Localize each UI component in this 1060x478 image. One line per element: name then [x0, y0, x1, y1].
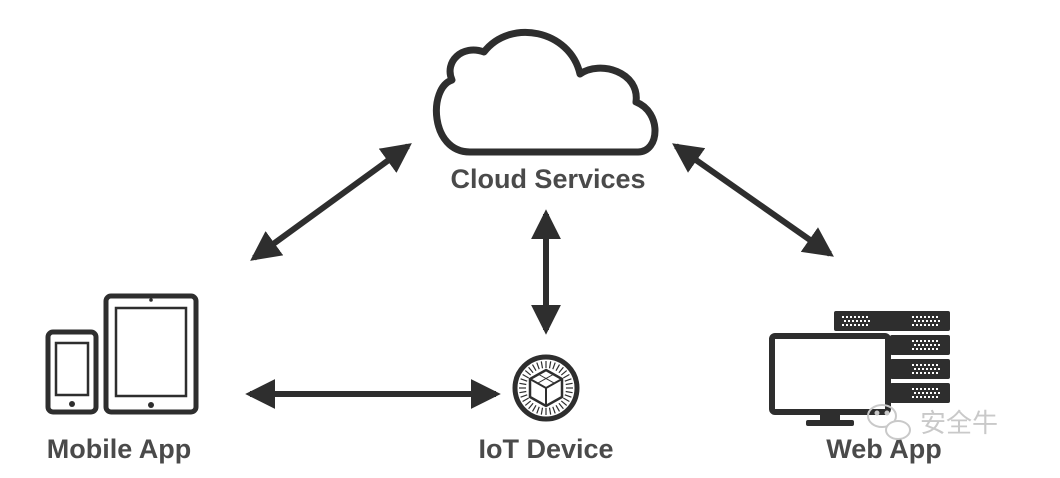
iot-hub-icon — [512, 354, 580, 422]
iot-ray — [555, 364, 561, 371]
iot-device-label: IoT Device — [478, 434, 613, 464]
iot-ray — [536, 362, 540, 370]
iot-ray — [524, 370, 532, 376]
iot-ray — [548, 361, 552, 369]
iot-ray — [531, 364, 537, 371]
cloud-icon — [432, 28, 659, 156]
iot-ray — [564, 394, 572, 398]
iot-ray — [563, 397, 570, 403]
phone-tablet-icon — [45, 293, 199, 415]
iot-ray — [564, 378, 572, 382]
connections — [245, 143, 834, 409]
server-unit — [834, 311, 950, 331]
tablet-icon — [103, 293, 199, 415]
iot-ray — [519, 382, 527, 386]
iot-ray — [563, 373, 570, 379]
server-monitor-icon — [769, 311, 950, 426]
iot-ray — [558, 366, 564, 374]
iot-ray — [555, 405, 561, 412]
iot-ray — [519, 390, 527, 394]
iot-ray — [540, 407, 544, 415]
iot-ray — [522, 397, 529, 403]
iot-ray — [558, 402, 564, 410]
cloud-mobile-arrow — [250, 143, 412, 261]
watermark-text: 安全牛 — [920, 409, 998, 439]
iot-ray — [520, 394, 528, 398]
iot-ray — [560, 370, 568, 376]
iot-ray — [552, 406, 556, 414]
iot-ray — [528, 402, 534, 410]
web-app-label: Web App — [826, 434, 942, 464]
iot-ray — [524, 400, 532, 406]
iot-ray — [560, 400, 568, 406]
iot-ray — [565, 390, 573, 394]
iot-ray — [540, 361, 544, 369]
iot-ray — [548, 407, 552, 415]
monitor-icon — [769, 333, 891, 415]
iot-ray — [522, 373, 529, 379]
iot-ray — [531, 405, 537, 412]
cloud-services-label: Cloud Services — [450, 164, 645, 194]
watermark: 安全牛 — [867, 404, 998, 440]
mobile-app-label: Mobile App — [47, 434, 191, 464]
wechat-icon — [867, 404, 911, 440]
server-rack-icon — [834, 311, 950, 403]
cloud-web-arrow — [672, 143, 834, 257]
iot-ray — [552, 362, 556, 370]
iot-ray — [536, 406, 540, 414]
iot-ray — [520, 378, 528, 382]
iot-ray — [565, 382, 573, 386]
phone-icon — [45, 329, 99, 415]
iot-ray — [528, 366, 534, 374]
